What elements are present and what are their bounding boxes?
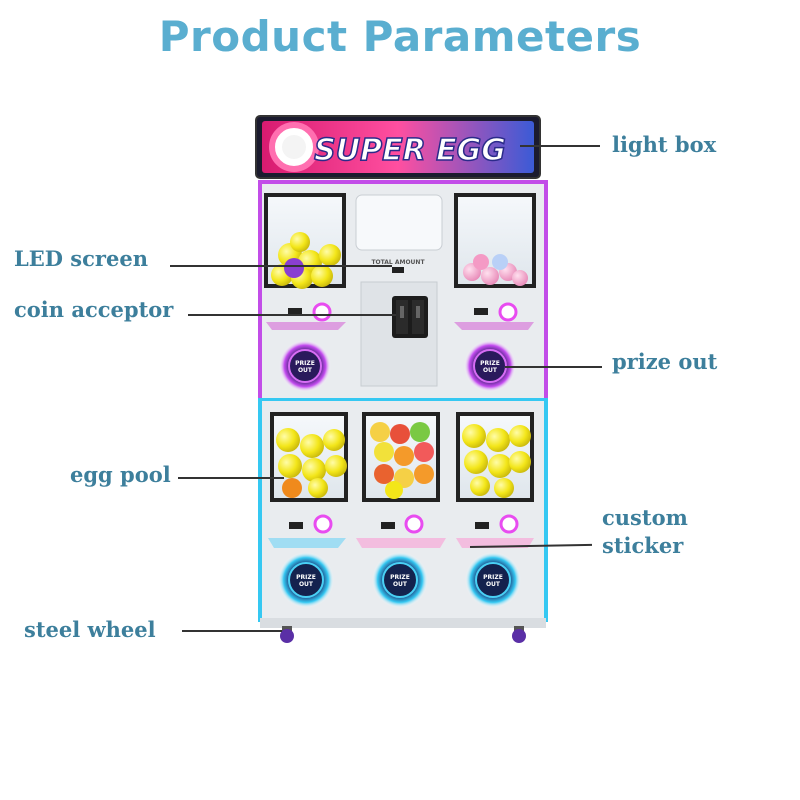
leader-egg-pool <box>178 477 284 479</box>
svg-text:OUT: OUT <box>486 581 501 588</box>
leader-prize-out <box>505 366 602 368</box>
lower-cabinet: PRIZE OUT PRIZE OUT PRIZE OUT <box>258 398 548 628</box>
svg-text:PRIZE: PRIZE <box>390 574 410 581</box>
leader-coin-acceptor <box>188 314 396 316</box>
page-title: Product Parameters <box>158 12 642 61</box>
svg-text:OUT: OUT <box>393 581 408 588</box>
svg-text:PRIZE: PRIZE <box>480 360 500 367</box>
light-box: SUPER EGG <box>255 115 541 179</box>
upper-cabinet: TOTAL AMOUNT PRIZE OUT PRIZE OUT <box>258 180 548 398</box>
machine-logo-text: SUPER EGG <box>314 133 506 168</box>
callout-prize-out: prize out <box>612 349 718 374</box>
svg-text:OUT: OUT <box>299 581 314 588</box>
leader-light-box <box>520 145 600 147</box>
callout-light-box: light box <box>612 132 717 157</box>
callout-coin-acceptor: coin acceptor <box>14 297 174 322</box>
svg-text:PRIZE: PRIZE <box>483 574 503 581</box>
total-amount-label: TOTAL AMOUNT <box>371 259 425 266</box>
callout-egg-pool: egg pool <box>70 462 171 487</box>
svg-text:OUT: OUT <box>483 367 498 374</box>
callout-led-screen: LED screen <box>14 246 148 271</box>
leader-steel-wheel <box>182 630 282 632</box>
svg-text:PRIZE: PRIZE <box>295 360 315 367</box>
callout-steel-wheel: steel wheel <box>24 617 156 642</box>
steel-wheels <box>280 626 526 643</box>
callout-custom-sticker: custom sticker <box>602 505 688 558</box>
svg-text:OUT: OUT <box>298 367 313 374</box>
leader-led-screen <box>170 265 392 267</box>
svg-text:PRIZE: PRIZE <box>296 574 316 581</box>
